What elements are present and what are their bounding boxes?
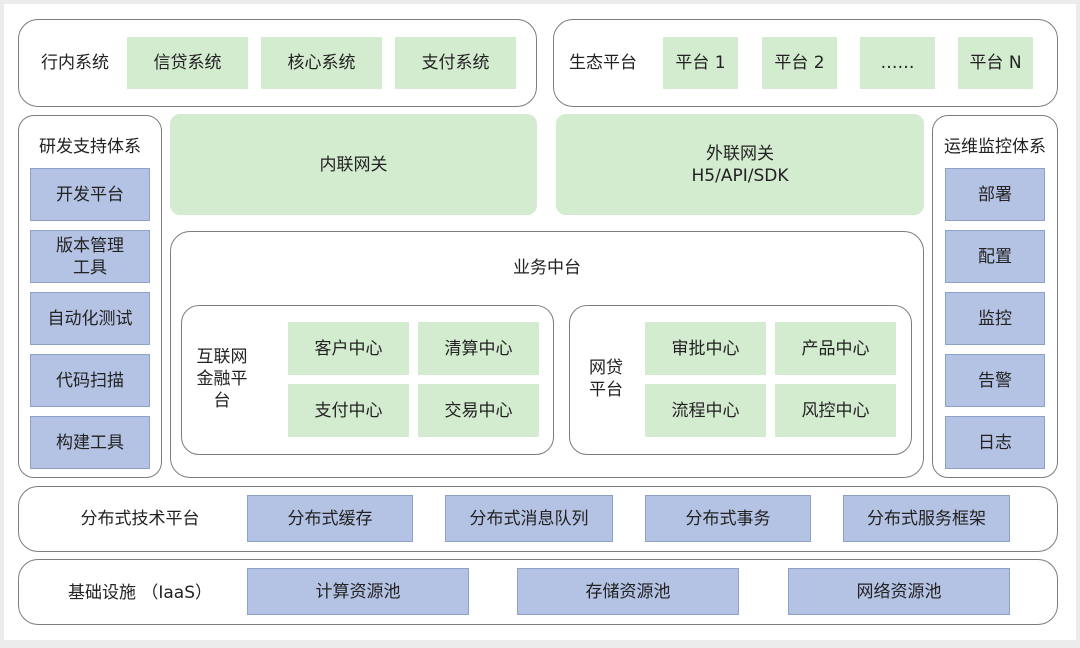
distributed-platform-title: 分布式技术平台	[80, 509, 200, 529]
infrastructure-title: 基础设施 （IaaS）	[67, 583, 213, 603]
compute-pool-box: 计算资源池	[247, 568, 469, 615]
product-center-box: 产品中心	[775, 322, 896, 375]
deploy-box: 部署	[945, 168, 1045, 221]
approval-center-box: 审批中心	[645, 322, 766, 375]
external-gateway-box: 外联网关 H5/API/SDK	[556, 114, 924, 215]
dev-platform-box: 开发平台	[30, 168, 150, 221]
monitor-box: 监控	[945, 292, 1045, 345]
trading-center-box: 交易中心	[418, 384, 539, 437]
risk-control-center-box: 风控中心	[775, 384, 896, 437]
distributed-service-framework-box: 分布式服务框架	[843, 495, 1010, 542]
platform-1-box: 平台 1	[663, 37, 738, 89]
payment-system-box: 支付系统	[395, 37, 516, 89]
internal-systems-title: 行内系统	[41, 53, 109, 73]
storage-pool-box: 存储资源池	[517, 568, 739, 615]
distributed-cache-box: 分布式缓存	[247, 495, 413, 542]
external-gateway-protocols: H5/API/SDK	[691, 165, 789, 186]
credit-system-box: 信贷系统	[127, 37, 248, 89]
platform-n-box: 平台 N	[958, 37, 1033, 89]
distributed-transaction-box: 分布式事务	[645, 495, 811, 542]
code-scan-box: 代码扫描	[30, 354, 150, 407]
distributed-mq-box: 分布式消息队列	[445, 495, 613, 542]
internet-finance-title: 互联网金融平台	[196, 347, 248, 411]
external-gateway-label: 外联网关	[706, 143, 774, 164]
core-system-box: 核心系统	[261, 37, 382, 89]
process-center-box: 流程中心	[645, 384, 766, 437]
clearing-center-box: 清算中心	[418, 322, 539, 375]
log-box: 日志	[945, 416, 1045, 469]
ops-monitoring-title: 运维监控体系	[944, 137, 1046, 157]
customer-center-box: 客户中心	[288, 322, 409, 375]
internal-gateway-box: 内联网关	[170, 114, 537, 215]
rd-support-title: 研发支持体系	[39, 137, 141, 157]
network-pool-box: 网络资源池	[788, 568, 1010, 615]
online-loan-title: 网贷平台	[589, 358, 623, 400]
version-management-box: 版本管理工具	[30, 230, 150, 283]
config-box: 配置	[945, 230, 1045, 283]
internal-gateway-label: 内联网关	[319, 154, 388, 175]
automated-testing-box: 自动化测试	[30, 292, 150, 345]
ecosystem-platform-title: 生态平台	[569, 53, 637, 73]
alert-box: 告警	[945, 354, 1045, 407]
payment-center-box: 支付中心	[288, 384, 409, 437]
build-tools-box: 构建工具	[30, 416, 150, 469]
platform-2-box: 平台 2	[762, 37, 837, 89]
business-center-title: 业务中台	[513, 258, 581, 278]
platform-ellipsis-box: ……	[860, 37, 935, 89]
